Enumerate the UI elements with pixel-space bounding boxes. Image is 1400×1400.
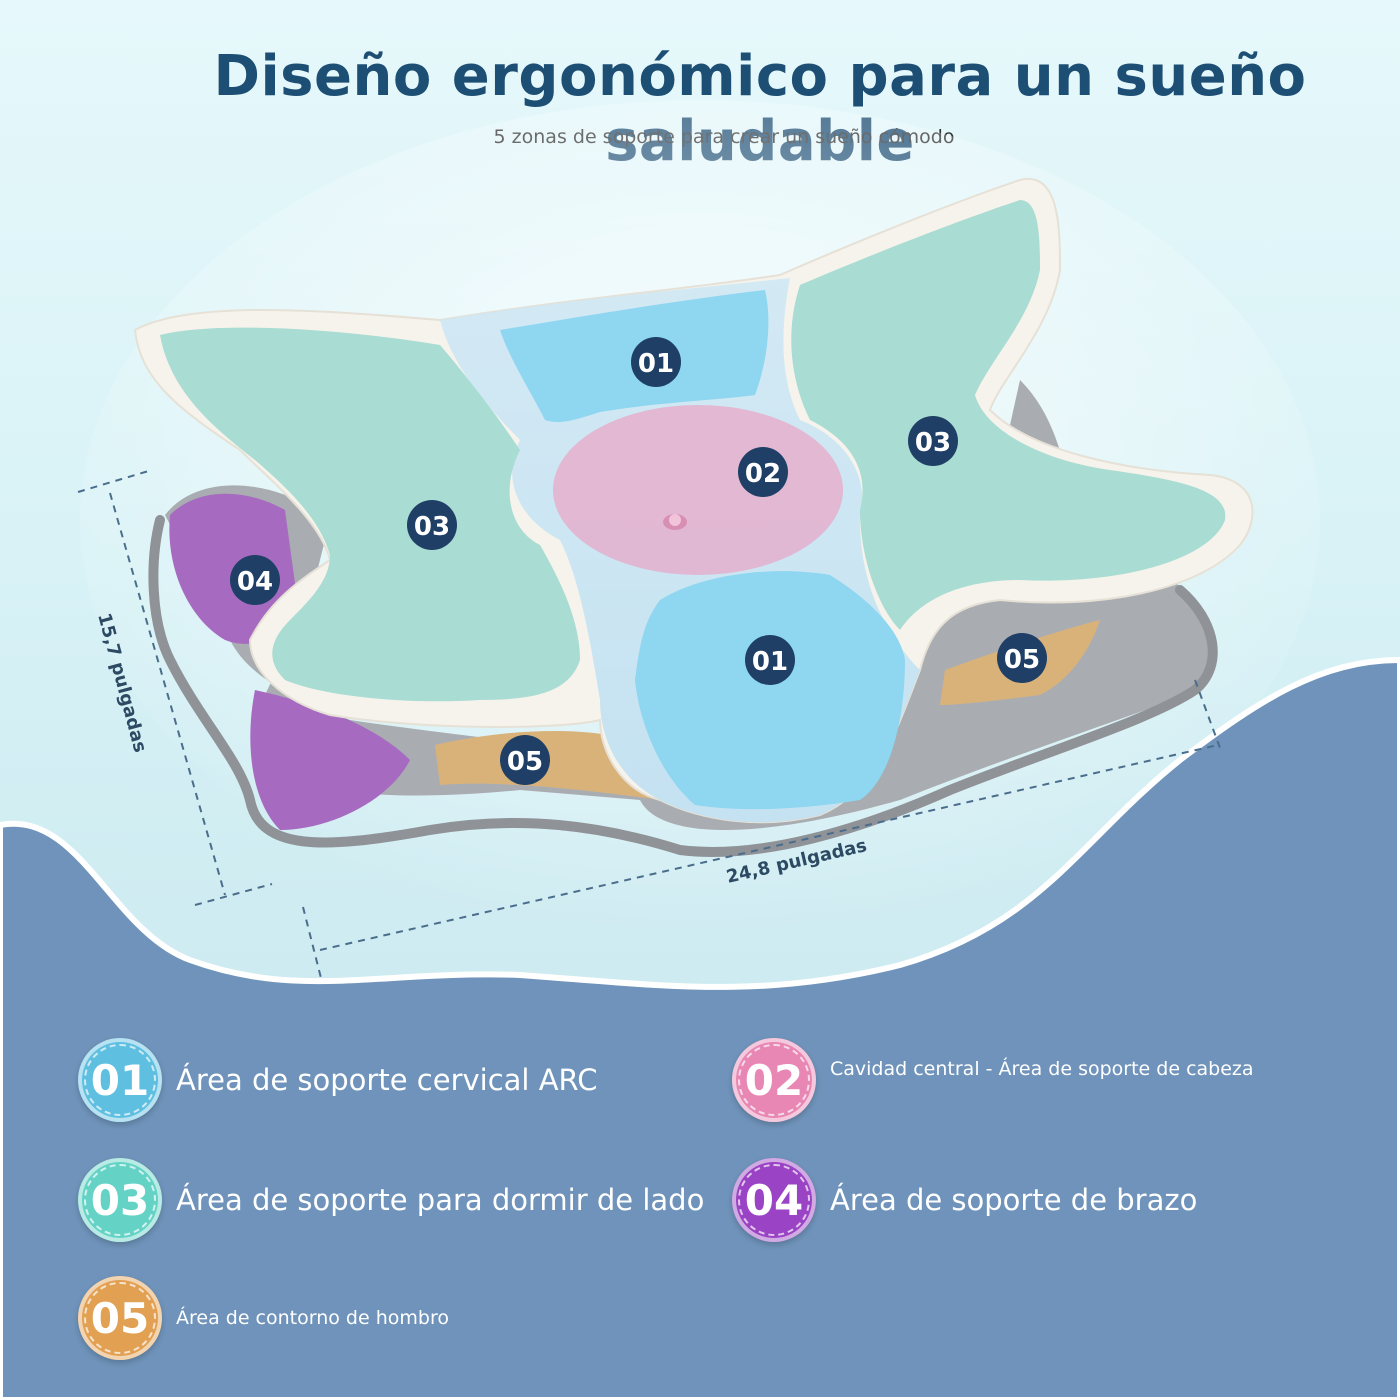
legend-item-03: 03 Área de soporte para dormir de lado [78,1158,704,1242]
svg-text:01: 01 [752,647,788,677]
zone-02-cavity [553,405,843,575]
svg-text:01: 01 [638,349,674,379]
zone-01-bottom [635,571,905,810]
badge-03-right: 03 [908,416,958,466]
pillow-base-edge [148,515,1218,857]
badge-05-right: 05 [997,633,1047,683]
svg-text:03: 03 [414,512,450,542]
legend-circle-04: 04 [732,1158,816,1242]
dimension-depth [77,469,273,906]
badge-01-bottom: 01 [745,635,795,685]
pillow-base [165,380,1215,830]
legend-circle-03: 03 [78,1158,162,1242]
badge-02: 02 [738,447,788,497]
zone-04-lower [250,690,410,830]
svg-text:05: 05 [507,747,543,777]
zone-03-right [791,200,1226,630]
legend-circle-05: 05 [78,1276,162,1360]
legend-label-04: Área de soporte de brazo [830,1183,1198,1217]
legend-circle-01: 01 [78,1038,162,1122]
svg-text:03: 03 [915,428,951,458]
badge-03-left: 03 [407,500,457,550]
badge-04: 04 [230,555,280,605]
zone-03-left [160,327,580,702]
bottom-wave [0,656,1400,1400]
svg-text:02: 02 [745,459,781,489]
svg-text:04: 04 [237,567,273,597]
legend-circle-02: 02 [732,1038,816,1122]
legend-item-01: 01 Área de soporte cervical ARC [78,1038,598,1122]
legend-item-05: 05 Área de contorno de hombro [78,1276,449,1360]
legend-item-04: 04 Área de soporte de brazo [732,1158,1197,1242]
badge-05-left: 05 [500,735,550,785]
svg-text:05: 05 [1004,645,1040,675]
legend-label-05: Área de contorno de hombro [176,1307,449,1329]
legend-label-02: Cavidad central - Área de soporte de cab… [830,1058,1254,1080]
badge-01-top: 01 [631,337,681,387]
legend-item-02: 02 Cavidad central - Área de soporte de … [732,1038,1254,1122]
dimension-width [302,679,1221,983]
cavity-button [669,514,681,526]
legend-label-03: Área de soporte para dormir de lado [176,1183,705,1217]
legend-label-01: Área de soporte cervical ARC [176,1063,598,1097]
